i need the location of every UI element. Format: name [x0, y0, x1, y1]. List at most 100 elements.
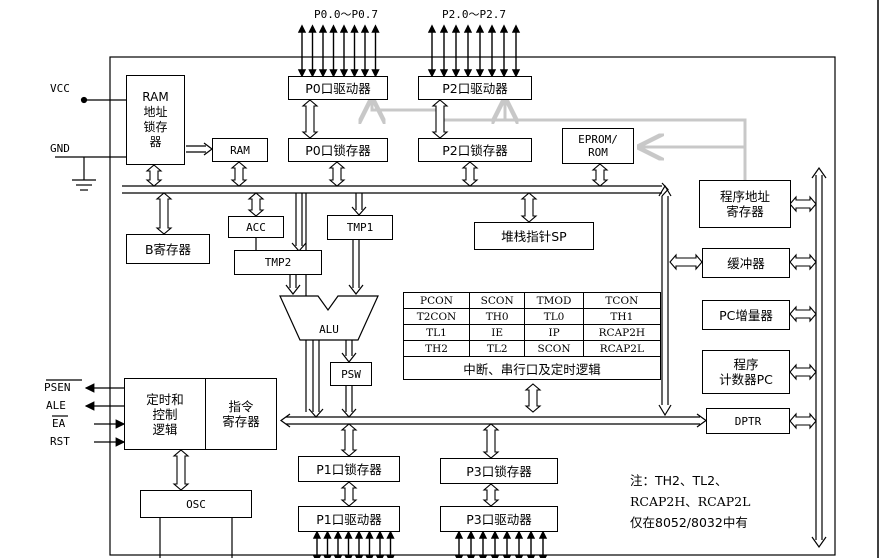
double-arrow — [789, 305, 817, 323]
double-arrow — [520, 192, 538, 223]
eprom-block: EPROM/ ROM — [562, 128, 634, 164]
pin-arrowhead — [499, 69, 509, 78]
pin-arrowhead — [350, 69, 359, 78]
double-arrow — [789, 412, 817, 430]
note-line-1: 注：TH2、TL2、 — [630, 473, 728, 488]
double-arrow — [461, 161, 479, 187]
double-arrow — [247, 192, 265, 217]
double-arrow — [669, 253, 703, 271]
sfr-cell: IP — [524, 324, 584, 341]
sfr-cell: RCAP2H — [582, 324, 662, 341]
p3-latch: P3口锁存器 — [440, 458, 558, 484]
ram-block: RAM — [212, 138, 268, 162]
pin-arrowhead — [339, 24, 349, 33]
sfr-cell: IE — [468, 324, 526, 341]
double-arrow — [230, 161, 248, 187]
pin-arrowhead — [463, 69, 473, 78]
sfr-cell: RCAP2L — [582, 340, 662, 357]
pin-arrowhead — [463, 24, 473, 33]
pin-arrowhead — [478, 530, 488, 539]
pin-arrowhead — [371, 69, 380, 78]
p1-driver: P1口驱动器 — [298, 506, 400, 532]
sfr-cell: TH0 — [468, 308, 526, 325]
pin-arrowhead — [439, 24, 449, 33]
sfr-cell: TL2 — [468, 340, 526, 357]
p3-driver: P3口驱动器 — [440, 506, 558, 532]
note-line-3: 仅在8052/8032中有 — [630, 515, 748, 530]
ale-pin-label: ALE — [46, 399, 66, 412]
gnd-pin-label: GND — [50, 142, 70, 155]
sfr-cell: TH1 — [582, 308, 662, 325]
pin-arrowhead — [318, 69, 328, 78]
sfr-cell: PCON — [403, 292, 470, 309]
pin-arrowhead — [451, 24, 461, 33]
double-arrow — [482, 423, 500, 459]
tmp1-register: TMP1 — [327, 215, 393, 240]
pin-arrowhead — [308, 69, 317, 78]
alu-label: ALU — [319, 323, 339, 336]
double-arrow — [155, 192, 173, 235]
stack-pointer: 堆栈指针SP — [474, 222, 594, 250]
timing-control-logic: 定时和 控制 逻辑 — [124, 378, 206, 450]
pin-arrowhead — [451, 69, 461, 78]
pin-arrowhead — [475, 24, 485, 33]
double-arrow — [482, 483, 500, 507]
sfr-cell: TH2 — [403, 340, 470, 357]
double-arrow — [789, 253, 817, 271]
pin-arrowhead — [297, 24, 307, 33]
vcc-pin-label: VCC — [50, 82, 70, 95]
double-arrow — [591, 163, 609, 187]
pin-arrowhead — [344, 530, 353, 539]
psw-register: PSW — [330, 362, 372, 386]
rst-pin-label: RST — [50, 435, 70, 448]
osc-block: OSC — [140, 490, 252, 518]
p2-driver: P2口驱动器 — [418, 76, 532, 100]
instruction-register: 指令 寄存器 — [205, 378, 277, 450]
sfr-cell: SCON — [524, 340, 584, 357]
sfr-cell: TL1 — [403, 324, 470, 341]
psen-pin-label: PSEN — [44, 381, 71, 394]
sfr-cell: TMOD — [524, 292, 584, 309]
sfr-cell: T2CON — [403, 308, 470, 325]
dptr-register: DPTR — [706, 408, 790, 434]
p0-bus-label: P0.0～P0.7 — [314, 8, 378, 21]
pin-arrowhead — [308, 24, 317, 33]
tmp2-register: TMP2 — [234, 250, 322, 275]
pc-incrementer: PC增量器 — [702, 300, 790, 330]
pin-arrowhead — [499, 24, 509, 33]
buffer-block: 缓冲器 — [702, 248, 790, 278]
sfr-cell: SCON — [468, 292, 526, 309]
double-arrow — [328, 161, 346, 187]
pin-arrowhead — [427, 69, 437, 78]
program-counter: 程序 计数器PC — [702, 350, 790, 394]
pin-arrowhead — [354, 530, 364, 539]
pin-arrowhead — [360, 24, 370, 33]
pin-arrowhead — [466, 530, 476, 539]
pin-arrowhead — [360, 69, 370, 78]
pin-arrowhead — [511, 24, 521, 33]
pin-arrowhead — [365, 530, 374, 539]
pin-arrowhead — [333, 530, 343, 539]
pin-arrowhead — [318, 24, 328, 33]
p2-bus-label: P2.0～P2.7 — [442, 8, 506, 21]
pin-arrowhead — [538, 530, 548, 539]
chip-outline — [109, 56, 836, 556]
double-arrow — [340, 481, 358, 507]
pin-arrowhead — [487, 69, 497, 78]
sfr-cell: TL0 — [524, 308, 584, 325]
double-arrow — [301, 99, 319, 139]
pin-arrowhead — [439, 69, 449, 78]
pin-arrowhead — [329, 24, 338, 33]
ea-pin-label: EA — [52, 417, 66, 430]
pin-arrowhead — [329, 69, 338, 78]
pin-arrowhead — [475, 69, 485, 78]
double-arrow — [524, 383, 542, 413]
pin-arrowhead — [511, 69, 521, 78]
pin-arrowhead — [490, 530, 500, 539]
